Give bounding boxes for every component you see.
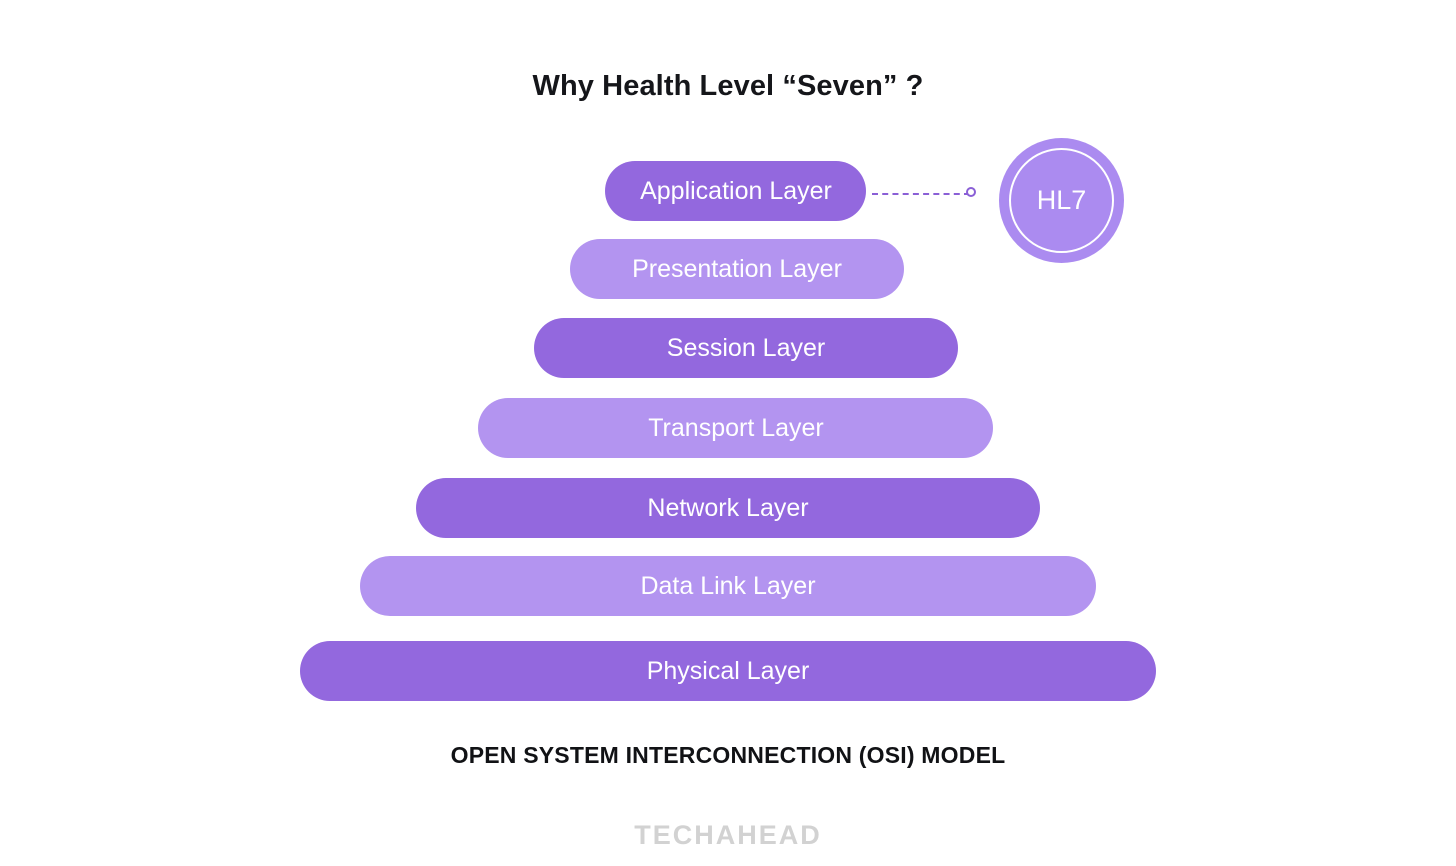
osi-layer-label: Transport Layer [648,414,824,442]
osi-layer-label: Physical Layer [646,657,810,685]
hl7-badge-label: HL7 [1036,185,1087,215]
osi-layer-bar: Application Layer [605,161,866,221]
osi-layer-bar: Transport Layer [478,398,993,458]
osi-layer-label: Network Layer [647,494,809,522]
connector-endpoint-circle-icon [966,187,976,197]
connector-dashed-line [872,193,970,195]
osi-layer-bar: Network Layer [416,478,1040,538]
diagram-caption: OPEN SYSTEM INTERCONNECTION (OSI) MODEL [450,742,1006,768]
osi-layer-bar: Presentation Layer [570,239,904,299]
hl7-inner-ring [1009,148,1114,253]
osi-layer-bar: Physical Layer [300,641,1156,701]
osi-layer-label: Session Layer [666,334,826,362]
osi-layer-label: Presentation Layer [632,255,842,283]
page-title: Why Health Level “Seven” ? [532,70,924,102]
hl7-badge: HL7 [999,138,1124,263]
osi-layer-label: Data Link Layer [640,572,816,600]
osi-layer-label: Application Layer [640,177,832,205]
osi-layer-bar: Data Link Layer [360,556,1096,616]
brand-watermark: TECHAHEAD [634,820,822,850]
hl7-connector [872,187,976,197]
osi-layer-bar: Session Layer [534,318,958,378]
